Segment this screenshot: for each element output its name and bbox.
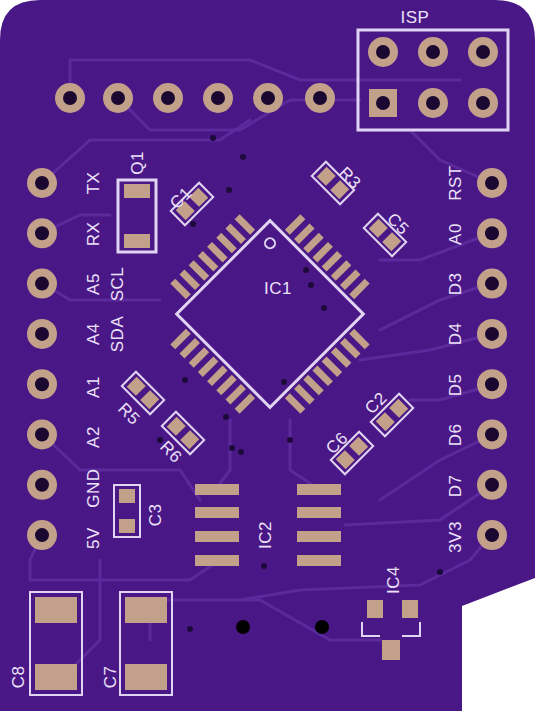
silkscreen-label: IC2 xyxy=(257,521,274,549)
silkscreen-label: 3V3 xyxy=(447,521,464,553)
drill-hole xyxy=(111,91,125,105)
silkscreen-label: GND xyxy=(85,468,102,507)
drill-hole xyxy=(485,226,499,240)
header-pad xyxy=(477,269,507,299)
silkscreen-label: IC1 xyxy=(264,280,292,297)
silkscreen-label: A1 xyxy=(85,376,102,398)
drill-hole xyxy=(376,45,390,59)
ic-pad xyxy=(349,279,370,300)
silkscreen-label: A2 xyxy=(85,426,102,448)
silkscreen-label: D4 xyxy=(447,323,464,346)
header-pad xyxy=(27,470,57,500)
header-pad xyxy=(418,88,448,118)
drill-hole xyxy=(35,428,49,442)
header-pad xyxy=(305,83,335,113)
header-pad xyxy=(27,218,57,248)
header-pad xyxy=(369,89,397,117)
silkscreen-label: A5 xyxy=(85,273,102,295)
silkscreen-label: RX xyxy=(85,222,102,247)
drill-hole xyxy=(485,377,499,391)
silkscreen-label: IC4 xyxy=(385,566,402,594)
silkscreen-label: SDA xyxy=(109,316,126,352)
drill-hole xyxy=(161,91,175,105)
header-pad xyxy=(27,420,57,450)
header-pad xyxy=(103,83,133,113)
silkscreen-label: Q1 xyxy=(129,151,146,175)
header-pad xyxy=(55,83,85,113)
drill-hole xyxy=(35,478,49,492)
ic-pad xyxy=(235,214,256,235)
silkscreen-label: C3 xyxy=(147,504,164,527)
silkscreen-label: C8 xyxy=(10,666,27,689)
silkscreen-label: ISP xyxy=(401,9,430,26)
silkscreen-label: RST xyxy=(447,165,464,201)
header-pad xyxy=(27,520,57,550)
header-pad xyxy=(27,319,57,349)
silkscreen-label: C7 xyxy=(102,666,119,689)
header-pad xyxy=(253,83,283,113)
header-pad xyxy=(468,88,498,118)
silkscreen-label: D5 xyxy=(447,374,464,397)
drill-hole xyxy=(485,528,499,542)
header-pad xyxy=(27,369,57,399)
drill-hole xyxy=(426,45,440,59)
drill-hole xyxy=(313,91,327,105)
ic-pad xyxy=(285,393,306,414)
silkscreen-label: TX xyxy=(85,172,102,195)
drill-hole xyxy=(476,96,490,110)
header-pad xyxy=(368,37,398,67)
header-pad xyxy=(27,269,57,299)
drill-hole xyxy=(35,176,49,190)
drill-hole xyxy=(35,277,49,291)
header-pad xyxy=(477,319,507,349)
header-pad xyxy=(477,218,507,248)
drill-hole xyxy=(476,45,490,59)
header-pad xyxy=(477,168,507,198)
silkscreen-label: A0 xyxy=(447,223,464,245)
header-pad xyxy=(203,83,233,113)
header-pad xyxy=(418,37,448,67)
silkscreen-label: D3 xyxy=(447,273,464,296)
silkscreen-label: D7 xyxy=(447,475,464,498)
silkscreen-label: D6 xyxy=(447,424,464,447)
header-pad xyxy=(477,369,507,399)
drill-hole xyxy=(376,96,390,110)
drill-hole xyxy=(35,377,49,391)
drill-hole xyxy=(35,226,49,240)
header-pad xyxy=(27,168,57,198)
header-pad xyxy=(153,83,183,113)
drill-hole xyxy=(35,528,49,542)
drill-hole xyxy=(426,96,440,110)
drill-hole xyxy=(485,176,499,190)
drill-hole xyxy=(211,91,225,105)
silkscreen-label: A4 xyxy=(85,323,102,345)
drill-hole xyxy=(261,91,275,105)
ic-pad xyxy=(170,329,191,350)
header-pad xyxy=(468,37,498,67)
header-pad xyxy=(477,420,507,450)
drill-hole xyxy=(35,327,49,341)
silkscreen-label: SCL xyxy=(109,267,126,302)
header-pad xyxy=(477,520,507,550)
drill-hole xyxy=(63,91,77,105)
drill-hole xyxy=(485,327,499,341)
drill-hole xyxy=(485,277,499,291)
drill-hole xyxy=(485,428,499,442)
silkscreen-label: 5V xyxy=(85,527,102,549)
header-pad xyxy=(477,470,507,500)
drill-hole xyxy=(485,478,499,492)
